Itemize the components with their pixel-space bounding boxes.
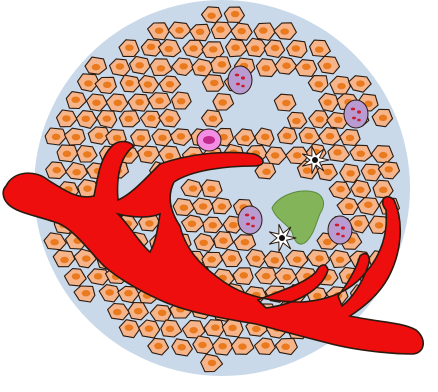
tumor-cell-icon	[202, 180, 222, 198]
tumor-cell-icon	[274, 94, 296, 111]
tumor-cell-icon	[202, 75, 224, 92]
purple-cell-icon	[238, 206, 262, 234]
purple-cell-icon	[344, 100, 368, 128]
purple-cell-icon	[328, 216, 352, 244]
tumor-cell-icon	[224, 7, 244, 22]
pink-cell-icon	[197, 129, 221, 151]
purple-cell-icon	[228, 66, 252, 94]
